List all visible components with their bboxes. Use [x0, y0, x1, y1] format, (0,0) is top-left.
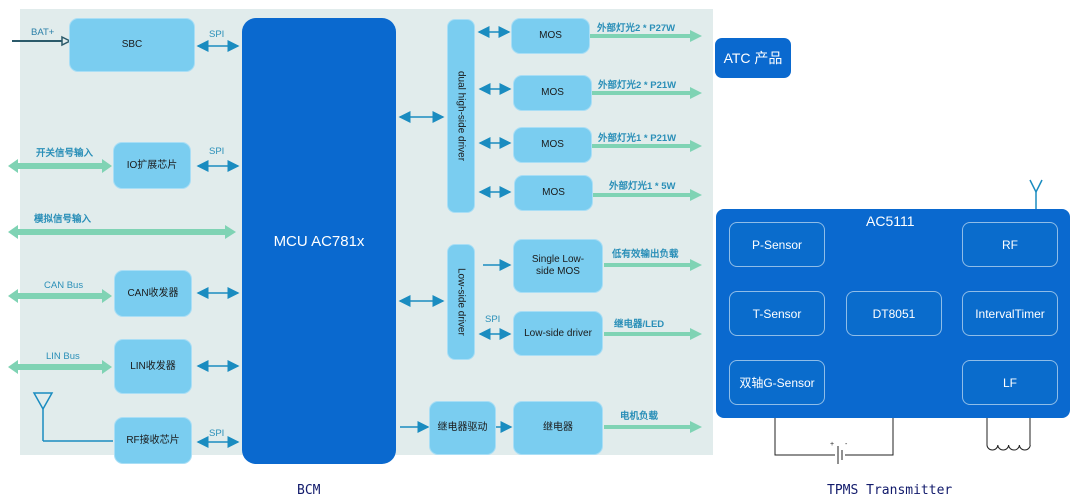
output-label-6: 继电器/LED — [614, 319, 665, 330]
relay-block: 继电器 — [513, 401, 603, 455]
lin-transceiver-block: LIN收发器 — [114, 339, 192, 394]
battery-minus: - — [845, 441, 848, 448]
low-side-driver-block: Low-side driver — [513, 311, 603, 356]
battery-plus: + — [830, 441, 834, 448]
rf-block-label: RF — [1002, 237, 1018, 252]
sbc-label: SBC — [121, 39, 143, 50]
mos-label: MOS — [539, 30, 562, 41]
io-expander-block: IO扩展芯片 — [113, 142, 191, 189]
low-side-vertical-label: Low-side driver — [455, 268, 467, 336]
rf-receiver-block: RF接收芯片 — [114, 417, 192, 464]
sbc-block: SBC — [69, 18, 195, 72]
high-side-driver-block: dual high-side driver — [447, 19, 475, 213]
output-label-1: 外部灯光2 * P27W — [597, 23, 676, 34]
analog-input-label: 模拟信号输入 — [34, 214, 92, 225]
timer-label: IntervalTimer — [975, 306, 1045, 321]
high-side-label: dual high-side driver — [455, 70, 467, 162]
t-sensor-label: T-Sensor — [752, 306, 802, 321]
output-label-4: 外部灯光1 * 5W — [609, 181, 676, 192]
mos-label: MOS — [541, 139, 564, 150]
mos-block-1: MOS — [511, 18, 590, 54]
switch-input-label: 开关信号输入 — [36, 148, 94, 159]
mos-block-3: MOS — [513, 127, 592, 163]
antenna-icon — [32, 392, 113, 442]
low-side-driver-vertical: Low-side driver — [447, 244, 475, 360]
lin-label: LIN收发器 — [130, 360, 176, 372]
mcu-label: MCU AC781x — [273, 232, 365, 250]
mos-block-4: MOS — [514, 175, 593, 211]
dt8051-label: DT8051 — [872, 306, 916, 321]
lf-label: LF — [1002, 375, 1017, 390]
single-low-side-mos-block: Single Low-side MOS — [513, 239, 603, 293]
lf-block: LF — [962, 360, 1058, 405]
mos-block-2: MOS — [513, 75, 592, 111]
io-label: IO扩展芯片 — [126, 159, 178, 171]
spi-label-io: SPI — [209, 146, 225, 157]
rf-label: RF接收芯片 — [126, 434, 180, 446]
output-label-2: 外部灯光2 * P21W — [598, 80, 677, 91]
relay-driver-label: 继电器驱动 — [437, 422, 488, 433]
p-sensor-block: P-Sensor — [729, 222, 825, 267]
battery-icon — [774, 417, 894, 464]
lin-bus-label: LIN Bus — [46, 351, 80, 362]
t-sensor-block: T-Sensor — [729, 291, 825, 336]
output-label-3: 外部灯光1 * P21W — [598, 133, 677, 144]
ac5111-title: AC5111 — [866, 213, 915, 229]
bcm-caption: BCM — [297, 483, 321, 498]
p-sensor-label: P-Sensor — [751, 237, 803, 252]
output-label-5: 低有效输出负载 — [612, 249, 679, 260]
can-bus-label: CAN Bus — [44, 280, 84, 291]
can-transceiver-block: CAN收发器 — [114, 270, 192, 317]
io-arrows — [8, 30, 702, 433]
can-label: CAN收发器 — [127, 287, 179, 299]
bat-label: BAT+ — [31, 27, 55, 38]
relay-label: 继电器 — [543, 422, 573, 433]
output-label-7: 电机负载 — [620, 411, 659, 422]
spi-label-low: SPI — [485, 314, 501, 325]
g-sensor-label: 双轴G-Sensor — [739, 376, 815, 390]
mcu-bus-arrows — [196, 26, 513, 448]
rf-block: RF — [962, 222, 1058, 267]
spi-label-sbc: SPI — [209, 29, 225, 40]
low-driver-label: Low-side driver — [524, 327, 592, 339]
mcu-block: MCU AC781x — [242, 18, 396, 464]
g-sensor-block: 双轴G-Sensor — [729, 360, 825, 405]
interval-timer-block: IntervalTimer — [962, 291, 1058, 336]
single-low-label: Single Low-side MOS — [531, 254, 585, 277]
spi-label-rf: SPI — [209, 428, 225, 439]
tpms-caption: TPMS Transmitter — [827, 483, 953, 498]
relay-driver-block: 继电器驱动 — [429, 401, 496, 455]
atc-product-block: ATC 产品 — [715, 38, 791, 78]
mos-label: MOS — [541, 87, 564, 98]
bat-arrow — [12, 35, 72, 47]
dt8051-block: DT8051 — [846, 291, 942, 336]
atc-label: ATC 产品 — [723, 50, 783, 66]
mos-label: MOS — [542, 187, 565, 198]
